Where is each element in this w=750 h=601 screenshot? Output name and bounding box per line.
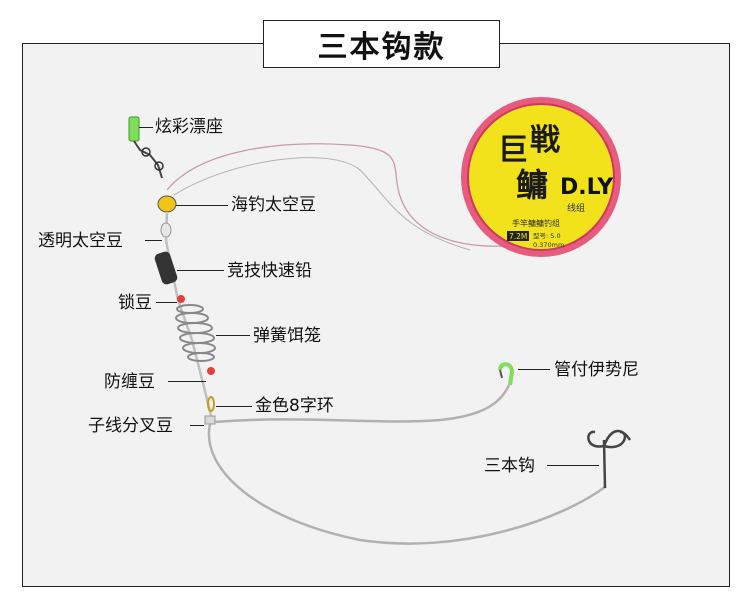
main-line (166, 143, 521, 247)
main-line-loop (173, 157, 471, 251)
label-spring-cage: 弹簧饵笼 (253, 326, 321, 346)
spool-brand-2: 戦 (530, 123, 560, 158)
float-seat (128, 116, 140, 142)
leader-sea-bean (176, 205, 228, 206)
leader-anti-tangle (168, 381, 206, 382)
leader-tube-hook (518, 369, 550, 370)
branch-line-upper (213, 384, 511, 424)
spool-brand-3: 鳙 (516, 166, 548, 204)
label-fork-bean: 子线分叉豆 (88, 416, 173, 436)
spool-length: 7.2M (509, 232, 527, 241)
label-anti-tangle: 防缠豆 (104, 372, 155, 392)
page-title: 三本钩款 (263, 20, 500, 68)
treble-hook (587, 429, 632, 489)
spring-cage (175, 304, 216, 362)
anti-tangle-bean (207, 367, 215, 375)
label-swivel: 金色8字环 (255, 396, 334, 416)
label-sea-bean: 海钓太空豆 (231, 195, 316, 215)
spool-model: 型号: 5.0 (533, 231, 561, 240)
label-sinker: 竞技快速铅 (227, 261, 312, 281)
fork-bean (204, 415, 216, 425)
label-treble-hook: 三本钩 (484, 456, 535, 476)
branch-line-lower (207, 423, 606, 545)
label-clear-bean: 透明太空豆 (38, 231, 123, 251)
leader-sinker (177, 270, 224, 271)
spool-brand-1: 巨 (498, 133, 528, 168)
leader-swivel (216, 406, 252, 407)
leader-treble-hook (547, 465, 599, 466)
leader-lock-bean (156, 302, 177, 303)
tube-hook (498, 362, 515, 386)
spool-logo: D.LY (560, 175, 614, 200)
spool-diameter: 0.370mm (533, 241, 564, 249)
spool-product: 手竿鳙鳙钓组 (512, 218, 560, 228)
label-tube-hook: 管付伊势尼 (554, 360, 639, 380)
leader-float-seat (139, 127, 153, 128)
label-lock-bean: 锁豆 (118, 293, 152, 313)
sinker (154, 251, 178, 285)
leader-fork-bean (190, 425, 204, 426)
product-frame (22, 43, 730, 587)
leader-clear-bean (145, 240, 162, 241)
lock-bean (177, 295, 185, 303)
clear-bean (160, 222, 172, 238)
sea-bean (157, 195, 177, 213)
spool-sub: 线组 (567, 202, 585, 214)
swivel (207, 396, 215, 412)
leader-spring-cage (216, 335, 250, 336)
line-spool: 巨 戦 鳙 D.LY 线组 手竿鳙鳙钓组 7.2M 型号: 5.0 0.370m… (461, 97, 621, 257)
label-float-seat: 炫彩漂座 (155, 117, 223, 137)
